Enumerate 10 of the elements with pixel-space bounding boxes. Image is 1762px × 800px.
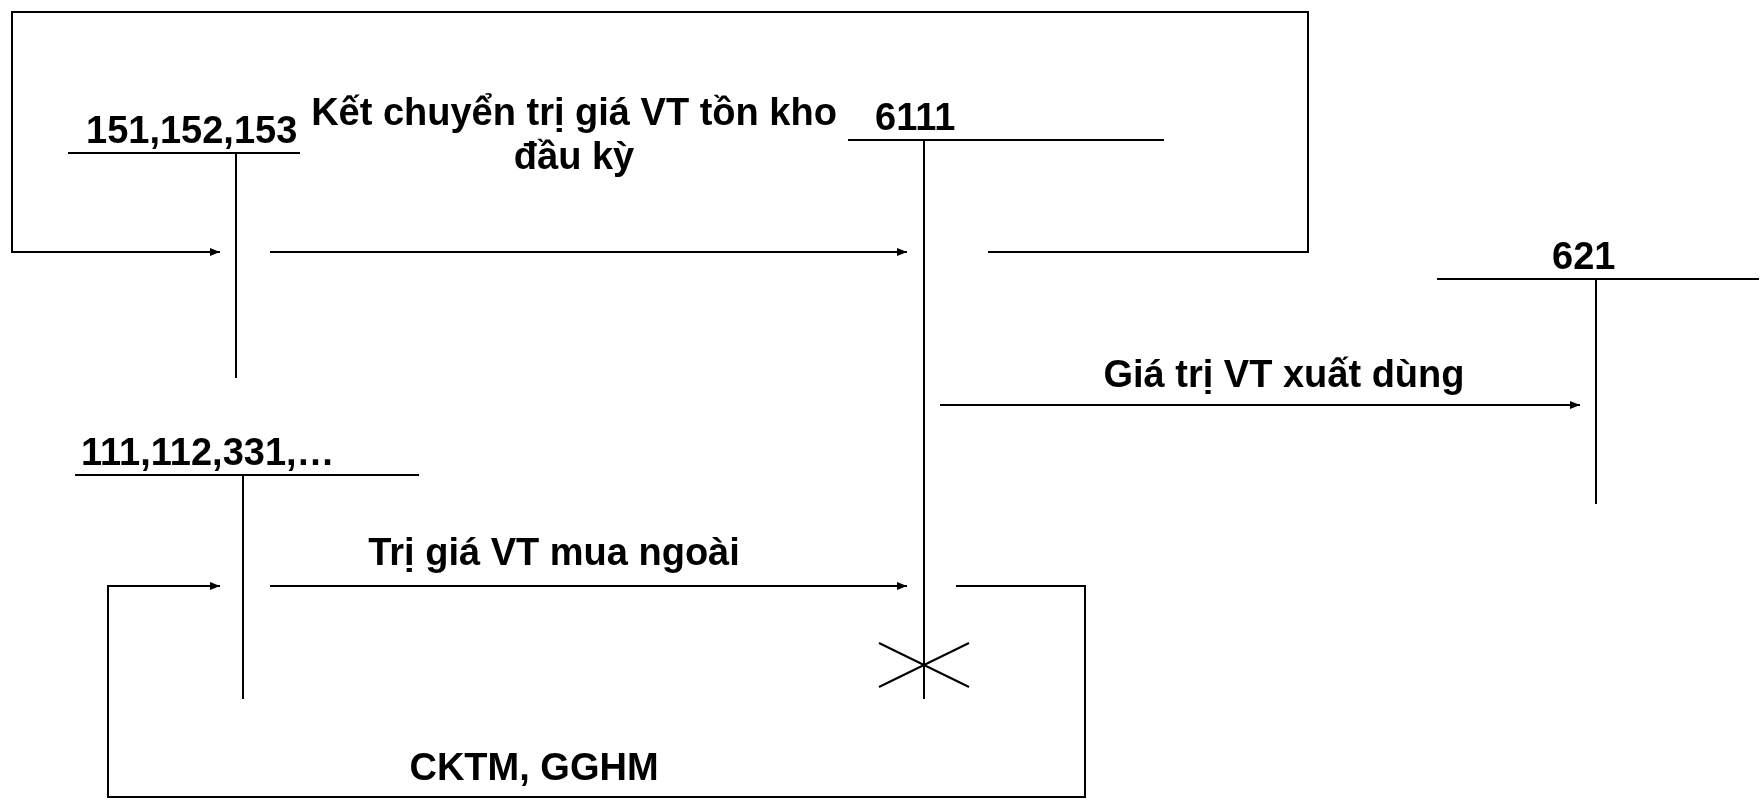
arrow [11,11,1309,256]
account-number: 621 [1552,236,1616,276]
arrow [107,582,1086,798]
arrow [939,401,1581,409]
arrow [269,582,908,590]
account-number: 151,152,153 [86,110,298,150]
account-number: 6111 [875,97,956,137]
edge-label: Kết chuyển trị giá VT tồn kho đầu kỳ [300,90,848,178]
arrow [269,248,908,256]
account-number: 111,112,331,… [81,432,335,472]
